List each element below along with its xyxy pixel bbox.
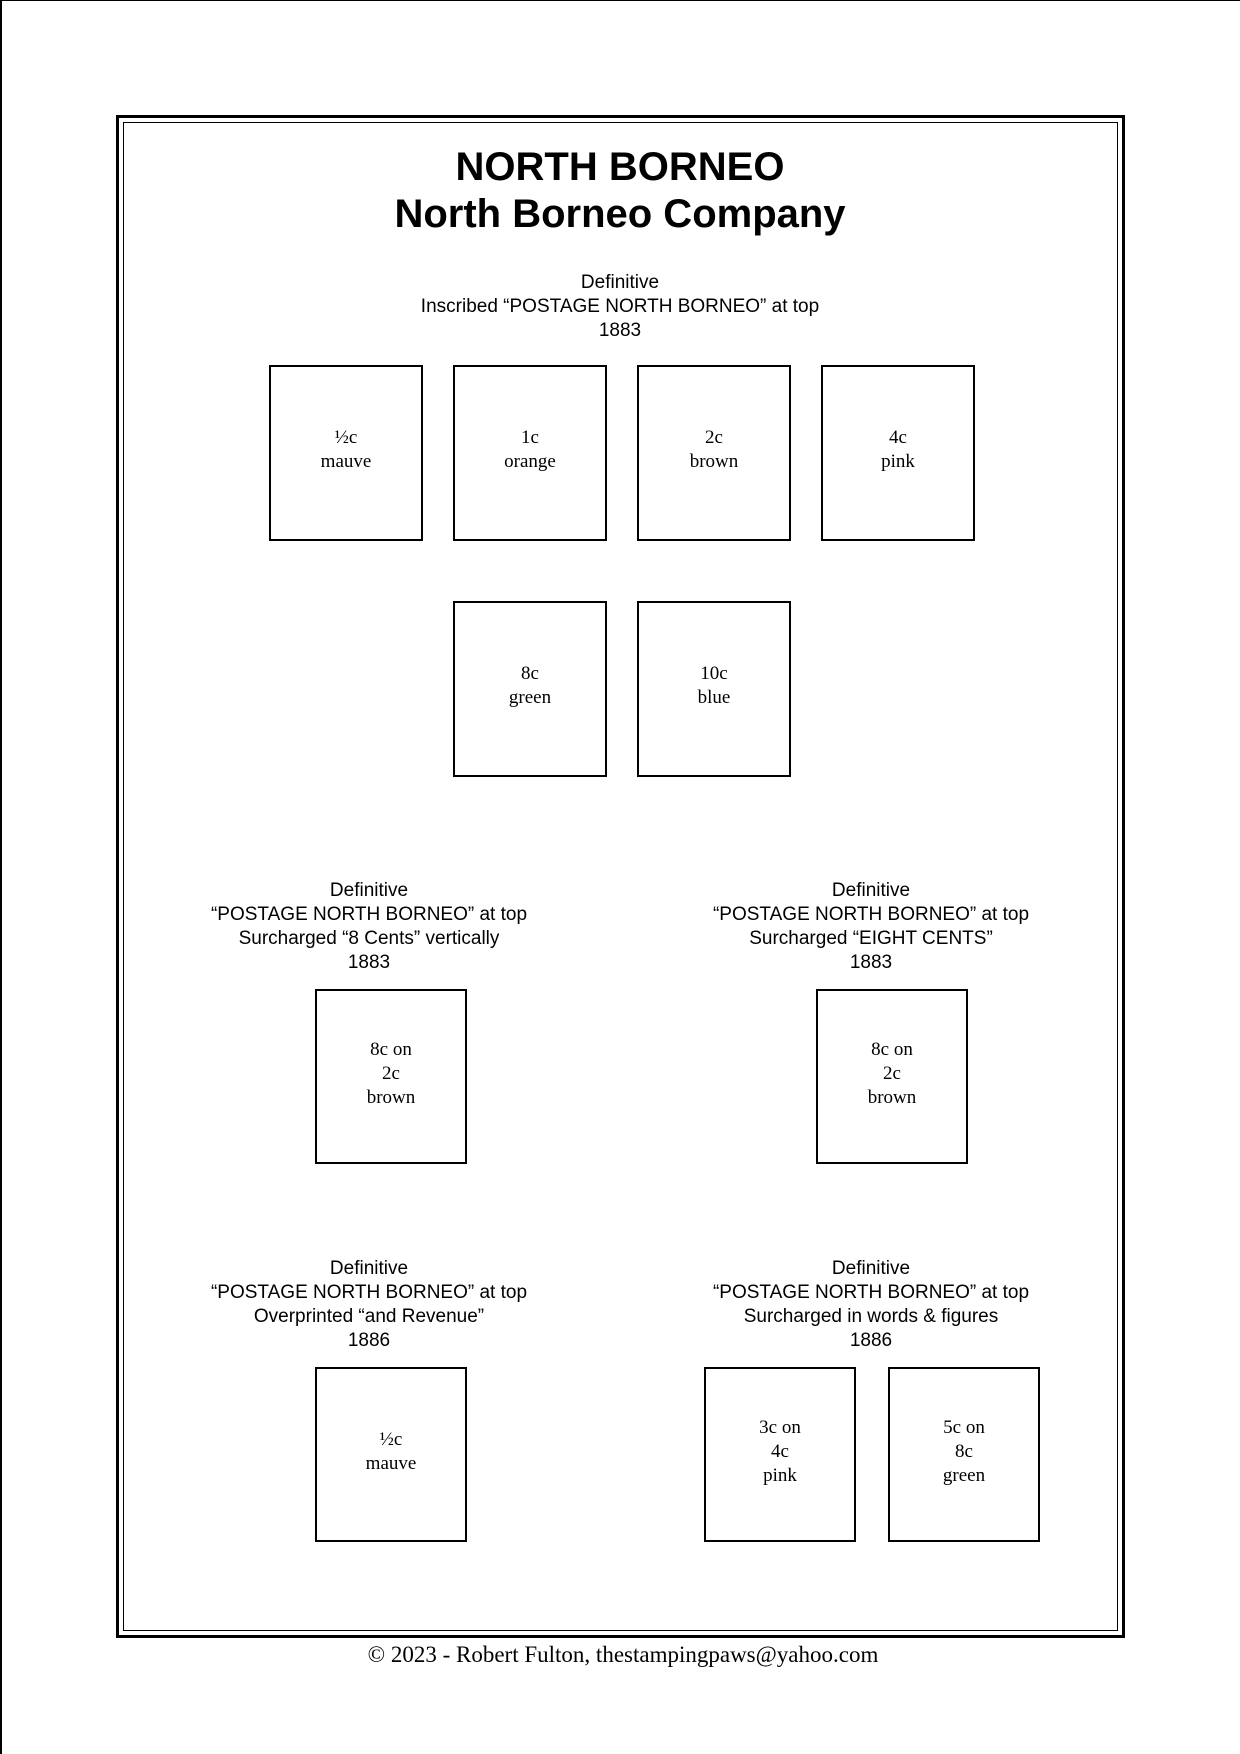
stamp-base-value: 2c <box>382 1062 400 1084</box>
stamp-value: ½c <box>334 427 358 448</box>
section-3-header: Definitive “POSTAGE NORTH BORNEO” at top… <box>671 879 1071 975</box>
stamp-value: 1c <box>521 427 539 448</box>
stamp-base-value: 8c <box>955 1440 973 1462</box>
stamp-color: brown <box>366 1086 416 1108</box>
section-surcharge: Surcharged “EIGHT CENTS” <box>749 928 993 949</box>
stamp-color: green <box>508 687 552 708</box>
stamp-value: 4c <box>889 427 907 448</box>
section-surcharge: Surcharged “8 Cents” vertically <box>238 928 500 949</box>
section-type: Definitive <box>329 1258 409 1279</box>
stamp-box: 8c on 2c brown <box>315 989 467 1164</box>
section-overprint: Overprinted “and Revenue” <box>253 1306 485 1327</box>
section-2-header: Definitive “POSTAGE NORTH BORNEO” at top… <box>169 879 569 975</box>
stamp-color: green <box>942 1464 986 1486</box>
stamp-box: 2c brown <box>637 365 791 541</box>
stamp-box: 8c on 2c brown <box>816 989 968 1164</box>
album-page-frame <box>116 115 1125 1638</box>
stamp-box: 10c blue <box>637 601 791 777</box>
section-5-header: Definitive “POSTAGE NORTH BORNEO” at top… <box>671 1257 1071 1353</box>
stamp-color: mauve <box>365 1452 417 1474</box>
stamp-color: orange <box>504 451 556 472</box>
stamp-color: brown <box>867 1086 917 1108</box>
section-1-type: Definitive <box>580 272 660 293</box>
stamp-box: 8c green <box>453 601 607 777</box>
section-surcharge: Surcharged in words & figures <box>743 1306 999 1327</box>
section-type: Definitive <box>329 880 409 901</box>
section-description: “POSTAGE NORTH BORNEO” at top <box>210 1282 528 1303</box>
stamp-value: 3c on <box>759 1416 801 1438</box>
section-description: “POSTAGE NORTH BORNEO” at top <box>712 1282 1030 1303</box>
stamp-box: 5c on 8c green <box>888 1367 1040 1542</box>
stamp-value: 2c <box>705 427 723 448</box>
stamp-box: ½c mauve <box>315 1367 467 1542</box>
stamp-color: brown <box>689 451 739 472</box>
section-1-year: 1883 <box>598 320 642 341</box>
section-year: 1883 <box>347 952 391 973</box>
section-1-description: Inscribed “POSTAGE NORTH BORNEO” at top <box>420 296 820 317</box>
stamp-box: 3c on 4c pink <box>704 1367 856 1542</box>
stamp-value: 8c <box>521 663 539 684</box>
stamp-value: 8c on <box>370 1038 412 1060</box>
page-title: NORTH BORNEO <box>455 145 785 189</box>
section-description: “POSTAGE NORTH BORNEO” at top <box>210 904 528 925</box>
section-type: Definitive <box>831 1258 911 1279</box>
section-year: 1886 <box>347 1330 391 1351</box>
stamp-color: mauve <box>320 451 372 472</box>
stamp-box: 4c pink <box>821 365 975 541</box>
section-year: 1886 <box>849 1330 893 1351</box>
stamp-value: 5c on <box>943 1416 985 1438</box>
stamp-box: ½c mauve <box>269 365 423 541</box>
section-description: “POSTAGE NORTH BORNEO” at top <box>712 904 1030 925</box>
copyright-footer: © 2023 - Robert Fulton, thestampingpaws@… <box>367 1642 879 1667</box>
stamp-base-value: 4c <box>771 1440 789 1462</box>
section-4-header: Definitive “POSTAGE NORTH BORNEO” at top… <box>169 1257 569 1353</box>
section-type: Definitive <box>831 880 911 901</box>
stamp-color: blue <box>697 687 731 708</box>
stamp-base-value: 2c <box>883 1062 901 1084</box>
album-page-inner-frame <box>123 122 1118 1631</box>
stamp-value: 8c on <box>871 1038 913 1060</box>
stamp-color: pink <box>881 451 915 472</box>
stamp-color: pink <box>763 1464 797 1486</box>
page-subtitle: North Borneo Company <box>394 192 846 236</box>
section-1-header: Definitive Inscribed “POSTAGE NORTH BORN… <box>320 271 920 343</box>
stamp-box: 1c orange <box>453 365 607 541</box>
section-year: 1883 <box>849 952 893 973</box>
stamp-value: ½c <box>379 1428 403 1450</box>
stamp-value: 10c <box>700 663 728 684</box>
